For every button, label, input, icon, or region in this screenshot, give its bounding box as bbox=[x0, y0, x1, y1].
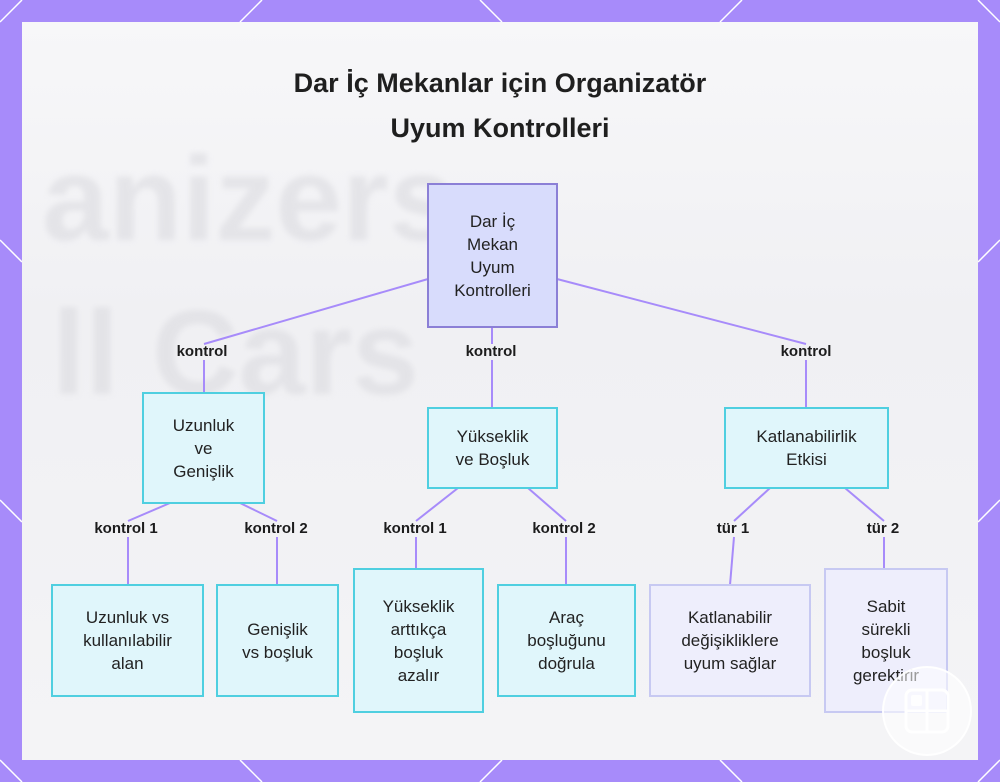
edge-label-lw-2: kontrol 2 bbox=[244, 520, 307, 538]
edge-label-root-left: kontrol bbox=[177, 343, 228, 361]
node-foldability-line: Etkisi bbox=[756, 448, 856, 471]
node-leaf-height: Yükseklik arttıkça boşluk azalır bbox=[353, 568, 484, 713]
node-leaf-height-line: boşluk bbox=[383, 641, 455, 664]
edge-fold-2 bbox=[845, 488, 884, 521]
node-leaf-width-line: vs boşluk bbox=[242, 641, 313, 664]
edge-label-hg-2: kontrol 2 bbox=[532, 520, 595, 538]
node-root: Dar İç Mekan Uyum Kontrolleri bbox=[427, 183, 558, 328]
node-height-gap-line: ve Boşluk bbox=[456, 448, 530, 471]
node-height-gap: Yükseklik ve Boşluk bbox=[427, 407, 558, 489]
corner-badge bbox=[882, 666, 972, 756]
node-leaf-clearance-line: boşluğunu bbox=[527, 629, 605, 652]
node-length-width-line: Uzunluk bbox=[173, 414, 234, 437]
node-leaf-length: Uzunluk vs kullanılabilir alan bbox=[51, 584, 204, 697]
node-leaf-length-line: alan bbox=[83, 652, 172, 675]
node-leaf-clearance-line: Araç bbox=[527, 606, 605, 629]
node-leaf-fixed-line: sürekli bbox=[853, 618, 919, 641]
edge-fold-1 bbox=[734, 488, 770, 521]
edge-root-left bbox=[204, 279, 428, 344]
node-height-gap-line: Yükseklik bbox=[456, 425, 530, 448]
edge-lw-2 bbox=[240, 503, 277, 521]
grid-logo-icon bbox=[884, 668, 970, 754]
node-leaf-length-line: Uzunluk vs bbox=[83, 606, 172, 629]
node-root-line: Uyum bbox=[454, 256, 531, 279]
node-leaf-height-line: azalır bbox=[383, 664, 455, 687]
edge-label-root-mid: kontrol bbox=[466, 343, 517, 361]
node-leaf-clearance: Araç boşluğunu doğrula bbox=[497, 584, 636, 697]
node-foldability-line: Katlanabilirlik bbox=[756, 425, 856, 448]
node-foldability: Katlanabilirlik Etkisi bbox=[724, 407, 889, 489]
node-leaf-height-line: arttıkça bbox=[383, 618, 455, 641]
node-leaf-foldable-line: Katlanabilir bbox=[681, 606, 778, 629]
node-leaf-fixed-line: Sabit bbox=[853, 595, 919, 618]
edge-label-root-right: kontrol bbox=[781, 343, 832, 361]
node-length-width-line: ve bbox=[173, 437, 234, 460]
node-length-width-line: Genişlik bbox=[173, 460, 234, 483]
node-root-line: Dar İç bbox=[454, 210, 531, 233]
node-leaf-width-line: Genişlik bbox=[242, 618, 313, 641]
node-leaf-foldable: Katlanabilir değişikliklere uyum sağlar bbox=[649, 584, 811, 697]
edge-label-fold-1: tür 1 bbox=[717, 520, 750, 538]
node-root-line: Mekan bbox=[454, 233, 531, 256]
node-length-width: Uzunluk ve Genişlik bbox=[142, 392, 265, 504]
edge-lw-1 bbox=[128, 503, 170, 521]
edge-label-fold-2: tür 2 bbox=[867, 520, 900, 538]
edge-hg-2 bbox=[528, 488, 566, 521]
node-leaf-clearance-line: doğrula bbox=[527, 652, 605, 675]
edge-label-hg-1: kontrol 1 bbox=[383, 520, 446, 538]
edge-label-lw-1: kontrol 1 bbox=[94, 520, 157, 538]
diagram-title-line-2: Uyum Kontrolleri bbox=[0, 107, 1000, 149]
node-leaf-foldable-line: uyum sağlar bbox=[681, 652, 778, 675]
node-leaf-length-line: kullanılabilir bbox=[83, 629, 172, 652]
edge-root-right bbox=[557, 279, 806, 344]
edge-hg-1 bbox=[416, 488, 458, 521]
node-leaf-fixed-line: boşluk bbox=[853, 641, 919, 664]
node-leaf-height-line: Yükseklik bbox=[383, 595, 455, 618]
diagram-title-line-1: Dar İç Mekanlar için Organizatör bbox=[0, 62, 1000, 104]
edge-fold-1-down bbox=[730, 537, 734, 585]
node-root-line: Kontrolleri bbox=[454, 279, 531, 302]
node-leaf-foldable-line: değişikliklere bbox=[681, 629, 778, 652]
node-leaf-width: Genişlik vs boşluk bbox=[216, 584, 339, 697]
